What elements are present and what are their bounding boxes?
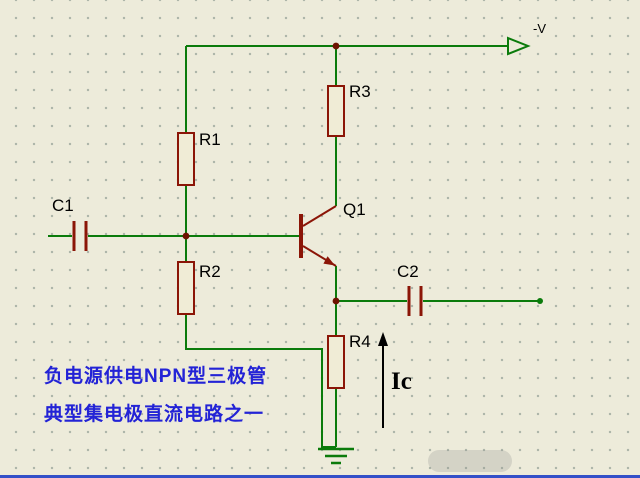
wires	[48, 45, 540, 448]
label-R1: R1	[199, 130, 221, 149]
label-power-minus-v: -V	[533, 21, 546, 36]
resistor-R3-body	[327, 85, 345, 137]
junction-top-rail	[332, 42, 340, 50]
junction-dots	[182, 42, 340, 305]
resistor-bodies	[177, 85, 345, 389]
label-C2: C2	[397, 262, 419, 281]
power-terminal-icon	[507, 36, 531, 56]
label-C1: C1	[52, 196, 74, 215]
resistor-R4-body	[327, 335, 345, 389]
resistor-R2-body	[177, 261, 195, 315]
label-current-ic: Ic	[391, 368, 412, 395]
label-Q1: Q1	[343, 200, 366, 219]
output-pin-dot	[537, 298, 543, 304]
transistor-Q1-symbol	[299, 205, 337, 267]
wire-r2-to-ground	[185, 236, 336, 448]
caption-line2: 典型集电极直流电路之一	[44, 404, 265, 425]
current-arrow-icon	[378, 332, 388, 428]
label-R4: R4	[349, 332, 371, 351]
junction-base-node	[182, 232, 190, 240]
label-R2: R2	[199, 262, 221, 281]
capacitor-C2-plates	[407, 286, 423, 316]
watermark	[428, 450, 512, 472]
resistor-R1-body	[177, 132, 195, 186]
caption-line1: 负电源供电NPN型三极管	[44, 366, 268, 387]
ground-icon	[318, 447, 354, 465]
junction-emitter-node	[332, 297, 340, 305]
label-R3: R3	[349, 82, 371, 101]
bottom-border	[0, 475, 640, 478]
capacitor-C1-plates	[72, 221, 88, 251]
